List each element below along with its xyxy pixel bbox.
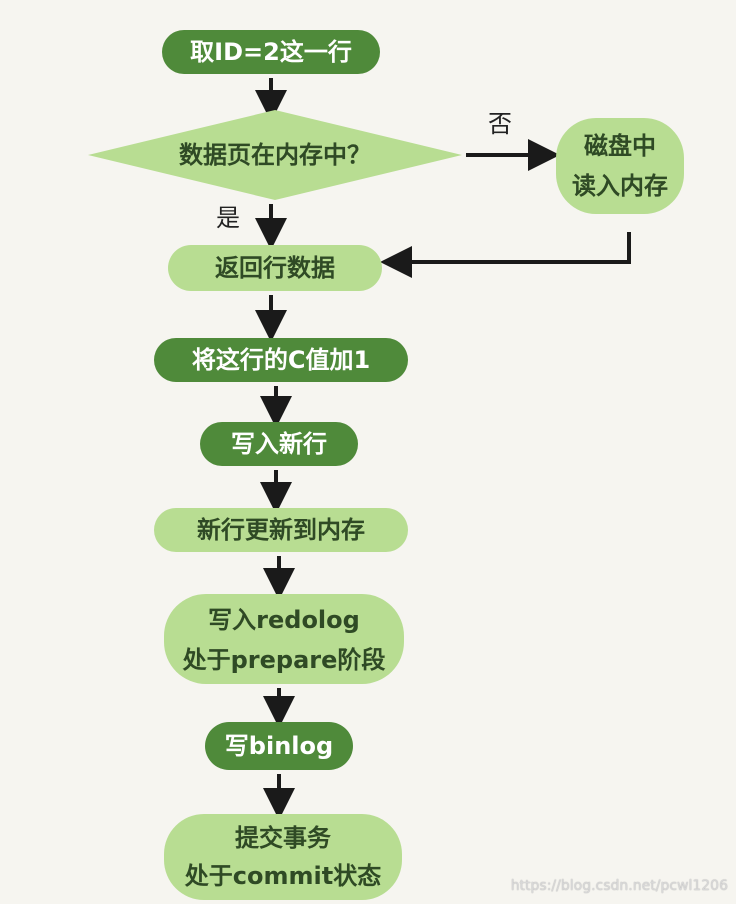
node-binlog: 写binlog xyxy=(205,722,353,770)
node-update-memory: 新行更新到内存 xyxy=(154,508,408,552)
node-return-row: 返回行数据 xyxy=(168,245,382,291)
watermark: https://blog.csdn.net/pcwl1206 xyxy=(510,878,728,894)
node-commit-line2: 处于commit状态 xyxy=(184,862,381,890)
edge-label-no: 否 xyxy=(488,110,512,138)
node-commit-line1: 提交事务 xyxy=(235,824,332,852)
arrow-disk-to-return xyxy=(380,232,631,278)
node-binlog-label: 写binlog xyxy=(225,732,333,760)
node-increment-c: 将这行的C值加1 xyxy=(154,338,408,382)
node-update-memory-label: 新行更新到内存 xyxy=(197,516,365,544)
node-increment-c-label: 将这行的C值加1 xyxy=(192,346,370,374)
edge-label-yes: 是 xyxy=(216,204,240,232)
node-write-new-row: 写入新行 xyxy=(200,422,358,466)
node-get-row-label: 取ID=2这一行 xyxy=(190,38,352,66)
node-redolog: 写入redolog 处于prepare阶段 xyxy=(164,594,404,684)
node-commit: 提交事务 处于commit状态 xyxy=(164,814,402,900)
node-redolog-line1: 写入redolog xyxy=(208,606,360,634)
node-get-row: 取ID=2这一行 xyxy=(162,30,380,74)
node-read-disk-line2: 读入内存 xyxy=(572,172,668,200)
node-read-disk: 磁盘中 读入内存 xyxy=(556,118,684,214)
node-return-row-label: 返回行数据 xyxy=(215,254,335,282)
node-check-memory: 数据页在内存中？ xyxy=(88,110,462,200)
node-check-memory-label: 数据页在内存中？ xyxy=(179,141,371,169)
node-read-disk-line1: 磁盘中 xyxy=(584,132,656,160)
node-redolog-line2: 处于prepare阶段 xyxy=(182,646,386,674)
node-write-new-row-label: 写入新行 xyxy=(231,430,327,458)
